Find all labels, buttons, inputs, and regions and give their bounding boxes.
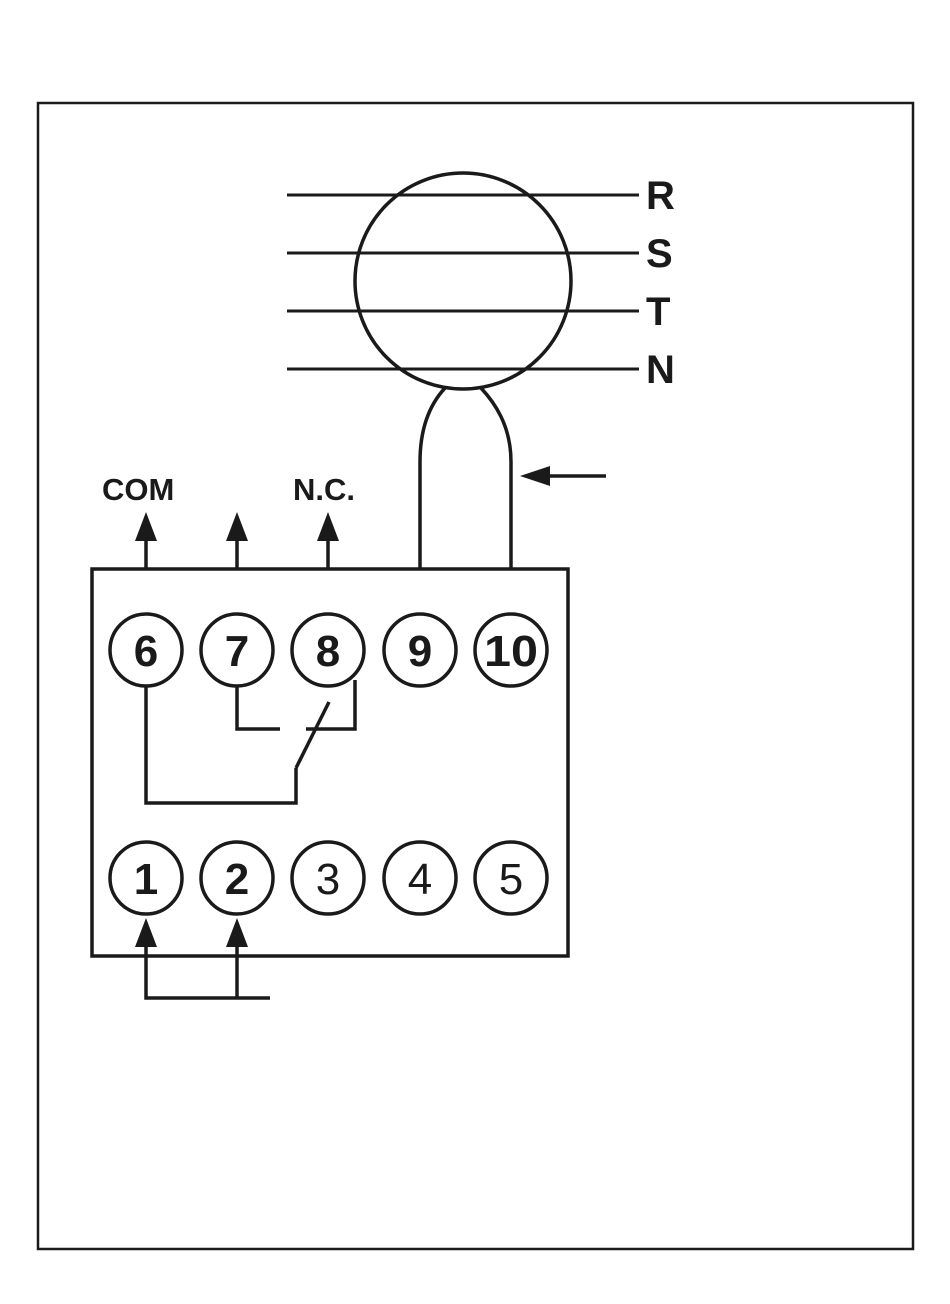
terminal-6: 6 bbox=[110, 614, 182, 686]
terminal-3: 3 bbox=[292, 842, 364, 914]
phase-label-t: T bbox=[646, 290, 670, 334]
terminal-label-4: 4 bbox=[408, 855, 432, 904]
ct-pointer-arrowhead bbox=[520, 466, 550, 486]
terminal-1: 1 bbox=[110, 842, 182, 914]
terminal-9: 9 bbox=[384, 614, 456, 686]
terminal-label-2: 2 bbox=[225, 855, 249, 904]
output-arrowhead-8 bbox=[317, 512, 339, 541]
terminal-5: 5 bbox=[475, 842, 547, 914]
nc-label: N.C. bbox=[293, 472, 355, 507]
phase-label-n: N bbox=[646, 348, 675, 392]
terminal-label-5: 5 bbox=[499, 855, 523, 904]
terminal-10: 10 bbox=[475, 614, 547, 686]
terminal-label-8: 8 bbox=[316, 627, 340, 676]
phase-label-r: R bbox=[646, 174, 675, 218]
terminal-8: 8 bbox=[292, 614, 364, 686]
com-label: COM bbox=[102, 472, 174, 507]
terminal-label-3: 3 bbox=[316, 855, 340, 904]
terminal-label-10: 10 bbox=[484, 627, 538, 676]
current-transformer-ring bbox=[355, 173, 571, 389]
terminal-label-6: 6 bbox=[134, 627, 158, 676]
output-arrowhead-7 bbox=[226, 512, 248, 541]
phase-label-s: S bbox=[646, 232, 673, 276]
terminal-7: 7 bbox=[201, 614, 273, 686]
terminal-2: 2 bbox=[201, 842, 273, 914]
terminal-label-9: 9 bbox=[408, 627, 432, 676]
terminal-4: 4 bbox=[384, 842, 456, 914]
terminal-label-7: 7 bbox=[225, 627, 249, 676]
terminal-label-1: 1 bbox=[134, 855, 158, 904]
output-arrowhead-6 bbox=[135, 512, 157, 541]
